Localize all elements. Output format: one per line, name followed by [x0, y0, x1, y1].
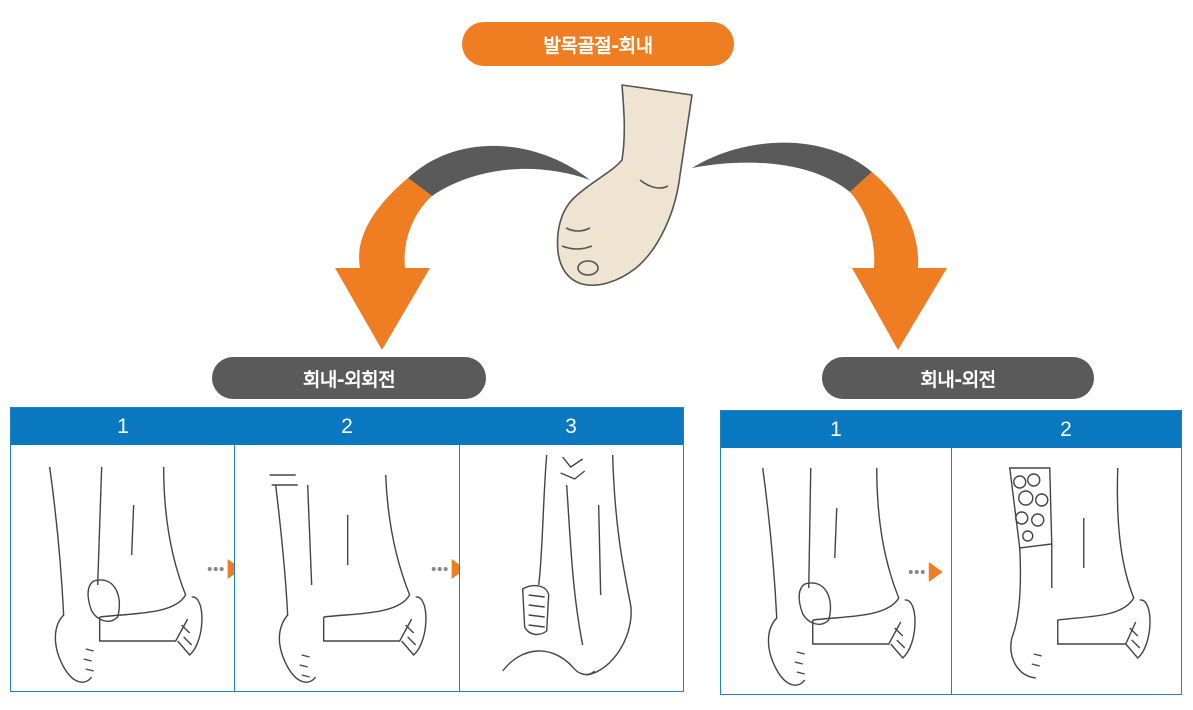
ankle-bone-illustration-icon	[762, 467, 916, 686]
stage-cell	[721, 448, 952, 694]
ankle-bone-illustration-icon	[501, 454, 632, 676]
header-graphics	[335, 84, 947, 350]
step-number: 2	[1060, 417, 1072, 441]
panel-header: 1 2 3	[11, 408, 683, 445]
step-number: 2	[341, 414, 353, 438]
stage-cell	[235, 445, 460, 691]
step-number: 3	[565, 414, 577, 438]
diagram-title: 발목골절-회내	[462, 22, 734, 66]
step-number: 1	[830, 417, 842, 441]
ankle-bone-illustration-icon	[1008, 467, 1151, 679]
stage-cell	[952, 448, 1182, 694]
branch-label-left: 회내-외회전	[212, 357, 486, 399]
stage-panel-right: 1 2	[720, 410, 1182, 695]
ankle-bone-illustration-icon	[48, 466, 203, 683]
panel-header: 1 2	[721, 411, 1181, 448]
stage-cell	[11, 445, 236, 691]
step-number: 1	[117, 414, 129, 438]
ankle-bone-illustration-icon	[269, 474, 427, 683]
foot-illustration-icon	[556, 84, 693, 286]
curved-arrow-right-icon	[692, 142, 947, 350]
branch-label-right: 회내-외전	[822, 357, 1094, 399]
stage-cell	[460, 445, 683, 691]
curved-arrow-left-icon	[335, 145, 590, 350]
stage-panel-left: 1 2 3	[10, 407, 684, 692]
